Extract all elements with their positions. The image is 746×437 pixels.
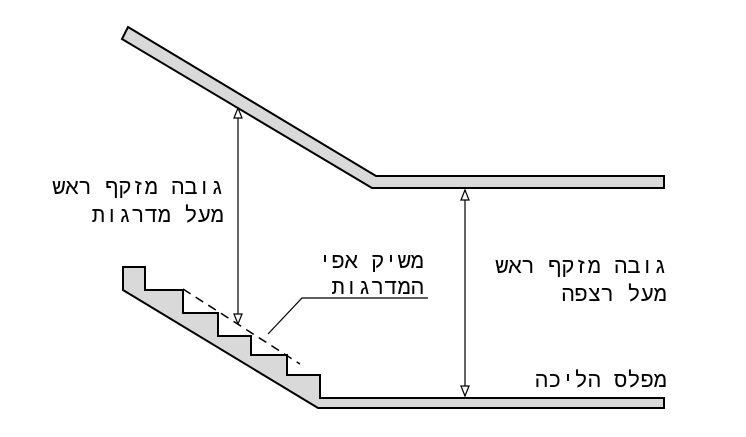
stair-and-floor-slab bbox=[122, 266, 665, 409]
nosing-label-line1: משיק אפי bbox=[318, 249, 424, 274]
nosing-tangent-line bbox=[182, 288, 301, 365]
floor-level-label: מפלס הליכה bbox=[535, 368, 667, 393]
headroom-stairs-label-line1: גובה מזקף ראש bbox=[52, 175, 224, 200]
headroom-floor-label-line1: גובה מזקף ראש bbox=[495, 254, 667, 279]
nosing-leader-line bbox=[267, 297, 428, 335]
headroom-floor-label-line2: מעל רצפה bbox=[561, 282, 667, 307]
nosing-label-line2: המדרגות bbox=[332, 275, 424, 300]
headroom-stairs-label-line2: מעל מדרגות bbox=[92, 203, 224, 228]
ceiling-slab bbox=[120, 25, 665, 189]
